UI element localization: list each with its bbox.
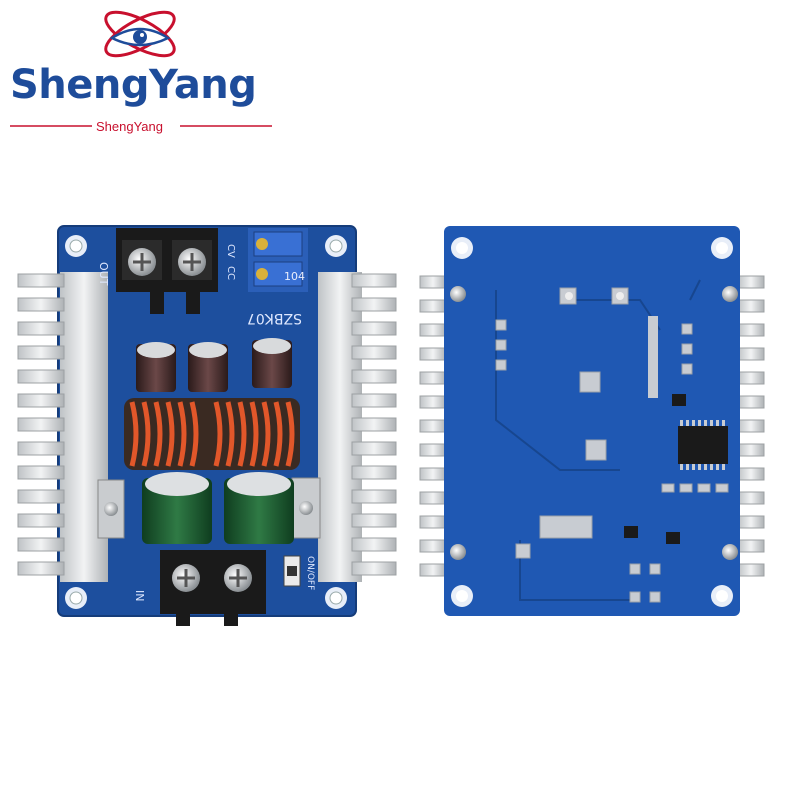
trim-pots: 104 (248, 228, 308, 292)
label-cv: CV (225, 244, 236, 258)
right-heatsink (291, 272, 397, 582)
input-terminal (160, 550, 266, 626)
small-capacitors (136, 338, 292, 392)
front-board: OUT 104 CV CC SZBK07 (17, 225, 397, 626)
brand-name: ShengYang (10, 62, 257, 108)
brand-logo: ShengYang ShengYang (0, 0, 290, 150)
brand-tagline: ShengYang (96, 119, 163, 134)
left-heatsink (17, 272, 125, 582)
control-ic (678, 420, 728, 470)
label-in: IN (133, 590, 146, 601)
back-board (419, 226, 765, 616)
label-out: OUT (97, 262, 110, 286)
output-terminal (116, 228, 218, 314)
model-label: SZBK07 (247, 310, 302, 326)
label-cc: CC (225, 266, 236, 280)
pot-code: 104 (284, 270, 305, 283)
label-switch: ON/OFF (305, 556, 315, 590)
large-capacitors (142, 472, 294, 544)
eye-logo-icon (10, 10, 272, 127)
toroid-inductor (124, 398, 300, 470)
